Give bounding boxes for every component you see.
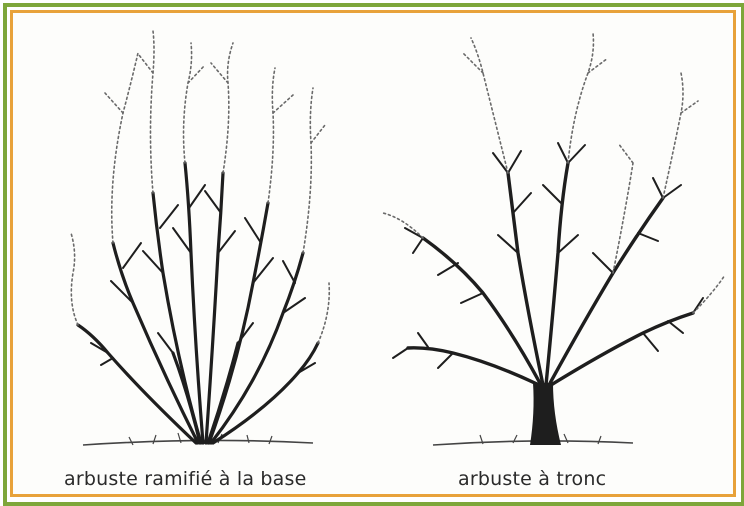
left-solid-stems [78, 163, 318, 443]
right-solid-twigs [393, 143, 703, 368]
shrub-illustration [13, 13, 733, 494]
right-trunk [530, 383, 561, 445]
left-shrub-drawing [71, 31, 329, 445]
left-shrub-caption: arbuste ramifié à la base [64, 468, 307, 490]
right-shrub-caption: arbuste à tronc [458, 468, 606, 490]
right-shrub-drawing [383, 33, 725, 445]
right-solid-branches [408, 163, 693, 385]
right-dotted-branches [383, 33, 725, 313]
